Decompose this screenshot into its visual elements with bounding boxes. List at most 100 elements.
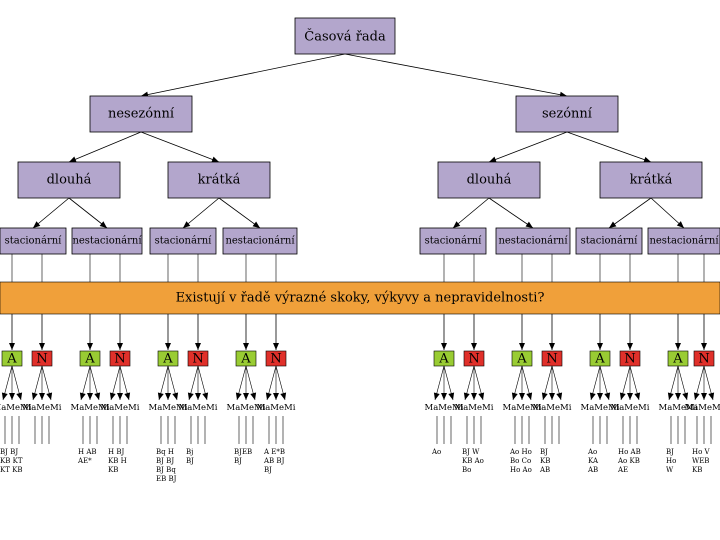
answer-letter: A (6, 352, 17, 367)
method-label: MaMeMi (685, 403, 720, 413)
arrow-to-answer-14-head (675, 343, 681, 350)
fan-arrow-9-0-head (463, 392, 470, 400)
node-nesezonni: nesezónní (89, 95, 193, 133)
answer-letter: N (624, 352, 635, 367)
code-line: AB BJ (263, 457, 285, 465)
node-stacionarni-1: stacionární (0, 227, 67, 255)
arrow-to-answer-8-head (441, 343, 447, 350)
fan-arrow-5-1-head (195, 393, 201, 400)
code-line: BJ (666, 448, 674, 456)
node-nestacionarni-3-label: nestacionární (498, 236, 568, 247)
code-line: Bo Co (510, 457, 531, 465)
arrow-to-answer-15-head (701, 343, 707, 350)
code-line: Ao (587, 448, 597, 456)
fan-arrow-13-1-head (627, 393, 633, 400)
fan-arrow-2-0-head (79, 392, 86, 400)
arrow-level2-0-to-level3-0-head (33, 221, 41, 228)
root-node: Časová řada (294, 17, 396, 55)
fan-arrow-0-2-head (16, 392, 23, 400)
fan-arrow-3-2-head (124, 392, 131, 400)
fan-arrow-4-0-head (157, 392, 164, 400)
arrow-nesezonni-to-dlouha (68, 131, 142, 163)
arrow-level2-1-to-level3-0-head (183, 221, 191, 228)
code-line: W (666, 466, 674, 474)
node-sezonni-label: sezónní (542, 107, 593, 122)
node-nestacionarni-4: nestacionární (647, 227, 720, 255)
arrow-level2-0-to-level3-1-head (99, 221, 107, 228)
node-nestacionarni-2-label: nestacionární (225, 236, 295, 247)
node-nestacionarni-4-label: nestacionární (649, 236, 719, 247)
arrow-to-answer-13-head (627, 343, 633, 350)
code-line: BJ W (462, 448, 480, 456)
method-label: MaMeMi (257, 403, 296, 413)
code-line: H BJ (108, 448, 124, 456)
arrow-to-answer-12-head (597, 343, 603, 350)
arrow-level2-1-to-level3-1 (218, 197, 261, 229)
fan-arrow-15-2-head (708, 392, 715, 400)
node-kratka-2: krátká (599, 161, 703, 199)
arrow-sezonni-to-kratka (566, 131, 652, 163)
fan-arrow-5-2-head (202, 392, 209, 400)
fan-arrow-2-1-head (87, 393, 93, 400)
node-stacionarni-4-label: stacionární (581, 236, 639, 247)
fan-arrow-10-2-head (526, 392, 533, 400)
arrow-level2-1-to-level3-0 (182, 197, 220, 229)
method-label: MaMeMi (179, 403, 218, 413)
node-sezonni: sezónní (515, 95, 619, 133)
answer-letter: A (162, 352, 173, 367)
arrow-sezonni-to-kratka-head (643, 156, 651, 163)
code-line: BJ BJ (156, 457, 174, 465)
fan-arrow-0-1-head (9, 393, 15, 400)
method-label: MaMeMi (23, 403, 62, 413)
fan-arrow-14-0-head (667, 392, 674, 400)
fan-arrow-2-2-head (94, 392, 101, 400)
method-label: MaMeMi (101, 403, 140, 413)
answer-letter: N (468, 352, 479, 367)
arrow-level2-0-to-level3-1 (68, 197, 108, 229)
arrow-level2-3-to-level3-1-head (676, 221, 684, 228)
node-nesezonni-label: nesezónní (108, 107, 175, 122)
answer-letter: A (84, 352, 95, 367)
code-line: KB (692, 466, 702, 474)
code-line: Bo (462, 466, 471, 474)
arrow-to-answer-1-head (39, 343, 45, 350)
code-line: BJEB (234, 448, 252, 456)
answer-letter: N (36, 352, 47, 367)
fan-arrow-12-0-head (589, 392, 596, 400)
fan-arrow-15-0-head (693, 392, 700, 400)
arrow-to-answer-4-head (165, 343, 171, 350)
method-label: MaMeMi (149, 403, 188, 413)
answer-letter: A (672, 352, 683, 367)
fan-arrow-4-1-head (165, 393, 171, 400)
question-text: Existují v řadě výrazné skoky, výkyvy a … (176, 291, 545, 306)
node-stacionarni-3: stacionární (419, 227, 487, 255)
arrow-level2-1-to-level3-1-head (252, 221, 260, 228)
node-kratka-1-label: krátká (198, 173, 241, 188)
fan-arrow-9-2-head (478, 392, 485, 400)
code-line: AE (617, 466, 628, 474)
arrow-level2-2-to-level3-1-head (525, 221, 533, 228)
fan-arrow-15-1-head (701, 393, 707, 400)
arrow-to-answer-2-head (87, 343, 93, 350)
node-dlouha-2: dlouhá (437, 161, 541, 199)
method-label: MaMeMi (503, 403, 542, 413)
arrow-level2-2-to-level3-0-head (453, 221, 461, 228)
code-line: KB KT (0, 457, 23, 465)
code-line: Ho V (692, 448, 711, 456)
node-dlouha-1-label: dlouhá (47, 173, 92, 188)
method-label: MaMeMi (455, 403, 494, 413)
code-line: Bq H (156, 448, 174, 456)
fan-arrow-0-0-head (1, 392, 8, 400)
answer-letter: N (698, 352, 709, 367)
node-dlouha-2-label: dlouhá (467, 173, 512, 188)
arrow-to-answer-10-head (519, 343, 525, 350)
arrow-to-answer-0-head (9, 343, 15, 350)
fan-arrow-8-1-head (441, 393, 447, 400)
fan-arrow-11-1-head (549, 393, 555, 400)
arrow-to-answer-3-head (117, 343, 123, 350)
code-line: KB (540, 457, 550, 465)
fan-arrow-1-2-head (46, 392, 53, 400)
arrow-level2-3-to-level3-0-head (609, 221, 617, 228)
